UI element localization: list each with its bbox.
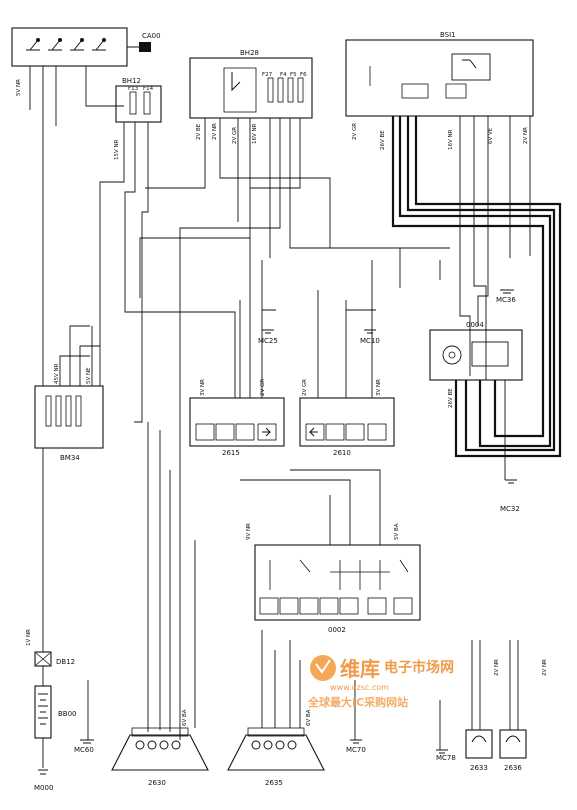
- lamp-2630: 2630: [111, 727, 209, 787]
- db12-label: DB12: [56, 658, 75, 666]
- fuse-db12: DB12: [34, 651, 75, 667]
- watermark: 维库 电子市场网 www.dzsc.com 全球最大IC采购网站: [307, 655, 454, 709]
- n2630-label: 2630: [148, 779, 166, 787]
- wire-label-bm34-b: 5V NE: [86, 367, 92, 384]
- wire-label-bsi-c: 16V NR: [448, 129, 454, 150]
- ground-mc60-label: MC60: [74, 746, 94, 754]
- wire-label-bsi-b: 26V BE: [380, 130, 386, 150]
- n2615-label: 2615: [222, 449, 240, 457]
- wire-label-bsi-d: 6V VE: [488, 127, 494, 144]
- n2635-label: 2635: [265, 779, 283, 787]
- lamp-2635: 2635: [227, 727, 325, 787]
- bm34-label: BM34: [60, 454, 80, 462]
- watermark-url: www.dzsc.com: [330, 683, 389, 692]
- wire-label-2635: 6V BA: [306, 709, 312, 726]
- ground-mc78-label: MC78: [436, 754, 456, 762]
- n2636-label: 2636: [504, 764, 522, 772]
- bb00-label: BB00: [58, 710, 77, 718]
- wiring: [29, 66, 562, 775]
- wire-label-0002-b: 5V BA: [394, 523, 400, 540]
- fuse-f13-label: F13: [128, 86, 139, 92]
- fuse-f5-label: F5: [290, 72, 297, 78]
- watermark-logo-icon: [310, 655, 336, 681]
- wire-label-bh28-d: 2V GR: [232, 127, 238, 144]
- n2610-label: 2610: [333, 449, 351, 457]
- wire-label-bm34-a: 45V NR: [54, 363, 60, 384]
- wire-label-2633: 2V NR: [494, 659, 500, 676]
- switch-2615: 2615: [189, 397, 285, 457]
- ground-m000-label: M000: [34, 784, 53, 792]
- component-0004: 0004: [429, 321, 523, 381]
- ground-mc70-label: MC70: [346, 746, 366, 754]
- bh28-label: BH28: [240, 49, 259, 57]
- n2633-label: 2633: [470, 764, 488, 772]
- wire-label-bm34-c: 1V NR: [26, 629, 32, 646]
- wire-label-2615-b: 2V GR: [260, 379, 266, 396]
- fuse-f14-label: F14: [143, 86, 154, 92]
- n0002-label: 0002: [328, 626, 346, 634]
- wire-label-2615-a: 3V NR: [200, 379, 206, 396]
- wire-label-bh12: 15V NR: [114, 139, 120, 160]
- ground-mc25-label: MC25: [258, 337, 278, 345]
- component-0002: 0002: [254, 544, 421, 634]
- ground-mc32-label: MC32: [500, 505, 520, 513]
- ground-mc36-label: MC36: [496, 296, 516, 304]
- fuse-f4-label: F4: [280, 72, 287, 78]
- wire-label-bsi-a: 2V GR: [352, 123, 358, 140]
- fuse-f6-label: F6: [300, 72, 307, 78]
- wire-label-0004: 26V BE: [448, 388, 454, 408]
- bsi1-label: BSI1: [440, 31, 456, 39]
- switch-2610: 2610: [299, 397, 395, 457]
- wire-label-bsi-e: 2V NR: [523, 127, 529, 144]
- bh12-label: BH12: [122, 77, 141, 85]
- wire-label-2610-a: 2V GR: [302, 379, 308, 396]
- ca00-ignition-switch: CA00: [11, 27, 161, 67]
- fuse-f27-label: F27: [262, 72, 273, 78]
- wire-label-bh28-c: 16V NR: [252, 123, 258, 144]
- ground-symbols: [80, 289, 517, 754]
- watermark-title: 电子市场网: [384, 659, 454, 676]
- wire-label-2636: 2V NR: [542, 659, 548, 676]
- bh12-fuse-box: BH12 F13 F14: [115, 77, 162, 123]
- lamp-2636: 2636: [499, 729, 527, 772]
- watermark-brand: 维库: [340, 657, 380, 681]
- wire-label-bh28-a: 2V BE: [196, 123, 202, 140]
- bh28-fuse-box: BH28 F27 F4 F5 F6: [189, 49, 313, 119]
- wire-label-ca00: 5V NR: [16, 79, 22, 96]
- n0004-label: 0004: [466, 321, 484, 329]
- battery-bb00: BB00: [34, 685, 77, 739]
- wire-label-2610-b: 3V NR: [376, 379, 382, 396]
- ground-mc10-label: MC10: [360, 337, 380, 345]
- watermark-slogan: 全球最大IC采购网站: [307, 695, 408, 709]
- wire-label-2630: 6V BA: [182, 709, 188, 726]
- lamp-2633: 2633: [465, 729, 493, 772]
- bsi1-module: BSI1: [345, 31, 534, 117]
- bm34-fuse-box: BM34: [34, 385, 104, 462]
- wire-label-bh28-b: 2V NR: [212, 123, 218, 140]
- ca00-label: CA00: [142, 32, 161, 40]
- wire-label-0002-a: 9V NR: [246, 523, 252, 540]
